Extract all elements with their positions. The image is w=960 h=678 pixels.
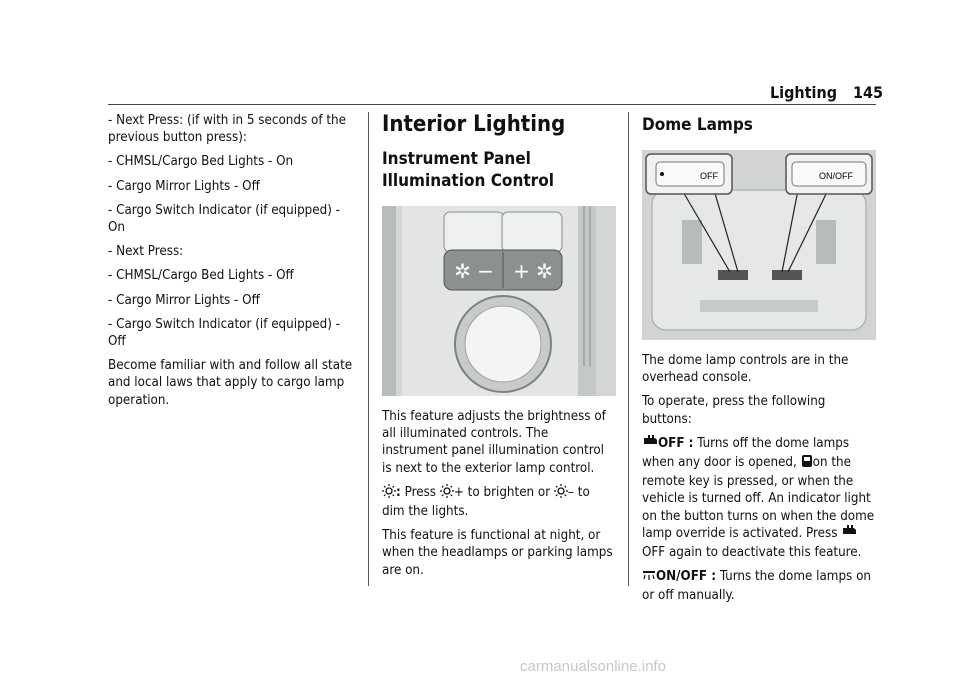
dome-lamp-off-icon bbox=[841, 524, 857, 544]
section-heading: Dome Lamps bbox=[642, 115, 753, 135]
dome-lamp-off-icon bbox=[642, 434, 658, 454]
list-item: - CHMSL/Cargo Bed Lights - Off bbox=[108, 268, 294, 284]
list-item: - Next Press: bbox=[108, 244, 184, 260]
off-button-label: OFF bbox=[700, 171, 718, 181]
column-3: Dome Lamps OFF ON/OFF The dome lamp cont… bbox=[642, 112, 876, 612]
list-item: - Next Press: (if with in 5 seconds of t… bbox=[108, 113, 346, 146]
paragraph: Become familiar with and follow all stat… bbox=[108, 358, 353, 408]
dome-lamp-icon bbox=[642, 570, 656, 587]
paragraph: : Press + to brighten or – to dim the li… bbox=[382, 483, 590, 520]
on-off-button-label: ON/OFF bbox=[819, 171, 853, 181]
dimmer-icon bbox=[553, 483, 568, 503]
header-section-title: Lighting bbox=[770, 83, 838, 102]
dimmer-icon bbox=[439, 483, 454, 503]
svg-text:✲ −: ✲ − bbox=[454, 259, 494, 283]
section-heading: Interior Lighting bbox=[382, 112, 566, 137]
header-page-number: 145 bbox=[853, 83, 884, 102]
overhead-console-illustration: OFF ON/OFF bbox=[642, 150, 876, 340]
paragraph: ON/OFF : Turns the dome lamps on or off … bbox=[642, 569, 871, 604]
paragraph: This feature adjusts the brightness of a… bbox=[382, 409, 606, 476]
paragraph: This feature is functional at night, or … bbox=[382, 528, 613, 578]
paragraph: To operate, press the following buttons: bbox=[642, 394, 826, 427]
column-divider bbox=[368, 112, 369, 586]
instrument-panel-illustration: ✲ − + ✲ bbox=[382, 206, 616, 396]
header-rule bbox=[108, 104, 876, 105]
list-item: - Cargo Switch Indicator (if equipped) -… bbox=[108, 316, 341, 350]
column-2: Interior Lighting Instrument Panel Illum… bbox=[382, 112, 616, 586]
paragraph: OFF : Turns off the dome lamps when any … bbox=[642, 434, 875, 561]
key-fob-icon bbox=[801, 454, 813, 473]
svg-text:+ ✲: + ✲ bbox=[513, 259, 553, 283]
list-item: - Cargo Mirror Lights - Off bbox=[108, 178, 260, 194]
dimmer-icon bbox=[382, 483, 396, 503]
column-1: - Next Press: (if with in 5 seconds of t… bbox=[108, 112, 354, 416]
subsection-heading: Instrument Panel Illumination Control bbox=[382, 149, 554, 191]
list-item: - Cargo Switch Indicator (if equipped) -… bbox=[108, 202, 341, 236]
column-divider bbox=[628, 112, 629, 586]
list-item: - Cargo Mirror Lights - Off bbox=[108, 292, 260, 308]
list-item: - CHMSL/Cargo Bed Lights - On bbox=[108, 154, 294, 170]
watermark: carmanualsonline.info bbox=[520, 658, 666, 675]
paragraph: The dome lamp controls are in the overhe… bbox=[642, 353, 849, 386]
